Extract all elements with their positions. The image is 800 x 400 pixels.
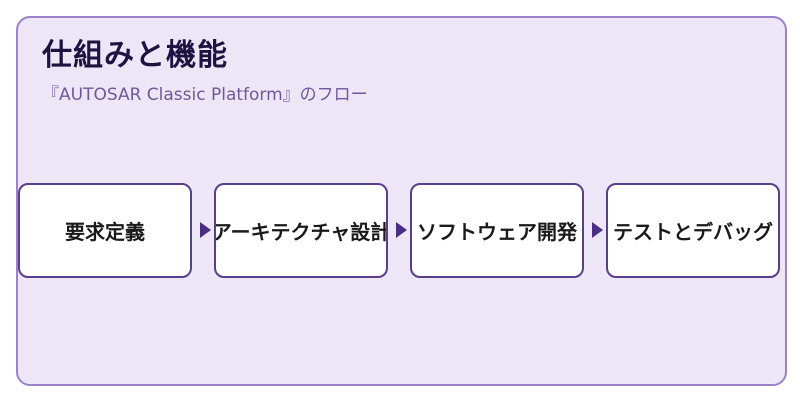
flow-step-architecture: アーキテクチャ設計 bbox=[214, 183, 388, 278]
page-subtitle: 『AUTOSAR Classic Platform』のフロー bbox=[42, 85, 368, 105]
flow-step-development: ソフトウェア開発 bbox=[410, 183, 584, 278]
flow-step-label: テストとデバッグ bbox=[613, 220, 773, 244]
arrow-right-icon bbox=[592, 222, 603, 238]
flow-step-label: アーキテクチャ設計 bbox=[214, 220, 388, 244]
process-flow: 要求定義 アーキテクチャ設計 ソフトウェア開発 テストとデバッグ bbox=[18, 183, 785, 280]
flow-step-label: ソフトウェア開発 bbox=[417, 220, 577, 244]
arrow-right-icon bbox=[396, 222, 407, 238]
diagram-frame: 仕組みと機能 『AUTOSAR Classic Platform』のフロー 要求… bbox=[16, 16, 787, 386]
flow-step-testing: テストとデバッグ bbox=[606, 183, 780, 278]
flow-step-requirements: 要求定義 bbox=[18, 183, 192, 278]
page-title: 仕組みと機能 bbox=[42, 38, 228, 73]
flow-step-label: 要求定義 bbox=[65, 220, 145, 244]
arrow-right-icon bbox=[200, 222, 211, 238]
